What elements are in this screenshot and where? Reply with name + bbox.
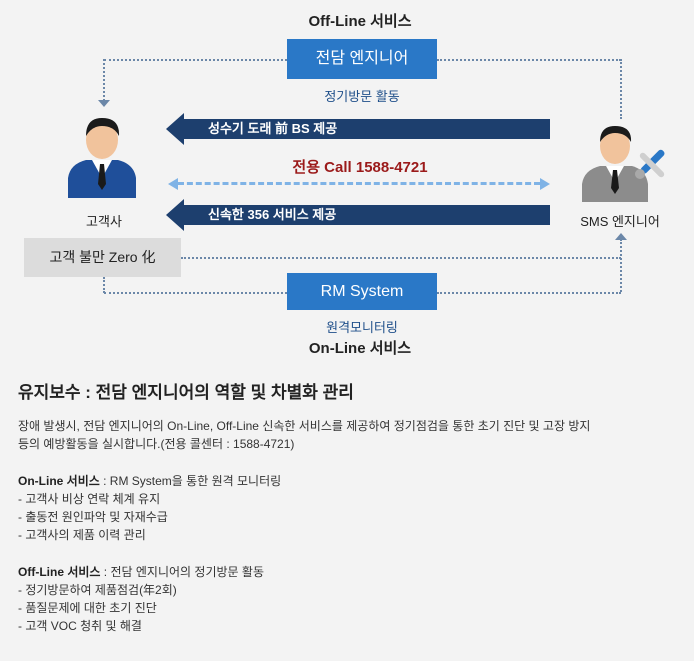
offline-path-top (104, 59, 287, 61)
section-heading: 유지보수 : 전담 엔지니어의 역할 및 차별화 관리 (18, 383, 354, 402)
list-item: - 정기방문하여 제품점검(年2회) (18, 583, 177, 597)
offline-heading: Off-Line 서비스 (18, 565, 101, 579)
list-item: - 출동전 원인파악 및 자재수급 (18, 510, 168, 524)
online-section: On-Line 서비스 : RM System을 통한 원격 모니터링 - 고객… (18, 472, 686, 544)
online-title: On-Line 서비스 (308, 340, 412, 357)
remote-monitoring-label: 원격모니터링 (326, 320, 398, 335)
regular-visit-label: 정기방문 활동 (324, 89, 400, 104)
list-item: - 고객 VOC 청취 및 해결 (18, 619, 142, 633)
sms-engineer-label: SMS 엔지니어 (580, 214, 660, 229)
intro-paragraph: 장애 발생시, 전담 엔지니어의 On-Line, Off-Line 신속한 서… (18, 417, 686, 453)
bs-service-arrow: 성수기 도래 前 BS 제공 (166, 113, 550, 145)
online-heading-line: On-Line 서비스 : RM System을 통한 원격 모니터링 (18, 472, 686, 490)
online-path-bottom-right (437, 292, 621, 294)
engineer-box: 전담 엔지니어 (287, 39, 437, 79)
offline-path-left (103, 59, 105, 101)
offline-path-right (620, 59, 622, 119)
right-arrowhead-icon (540, 178, 550, 190)
left-arrowhead-icon (166, 199, 184, 231)
offline-title: Off-Line 서비스 (308, 13, 412, 30)
online-desc: : RM System을 통한 원격 모니터링 (99, 474, 282, 488)
customer-label: 고객사 (86, 214, 122, 229)
intro-line-1: 장애 발생시, 전담 엔지니어의 On-Line, Off-Line 신속한 서… (18, 419, 591, 433)
up-arrow-icon (615, 233, 627, 240)
left-arrowhead-icon (168, 178, 178, 190)
online-path-left (103, 277, 105, 293)
offline-desc: : 전담 엔지니어의 정기방문 활동 (100, 565, 264, 579)
list-item: - 고객사의 제품 이력 관리 (18, 528, 146, 542)
call-dashed-line (178, 182, 540, 185)
online-path-right (620, 239, 622, 292)
offline-path-top-right (437, 59, 621, 61)
online-path-bottom-left (104, 292, 287, 294)
offline-section: Off-Line 서비스 : 전담 엔지니어의 정기방문 활동 - 정기방문하여… (18, 563, 686, 635)
call-double-arrow (168, 177, 550, 191)
fast-service-arrow: 신속한 356 서비스 제공 (166, 199, 550, 231)
sms-engineer-icon (580, 122, 670, 202)
online-heading: On-Line 서비스 (18, 474, 100, 488)
left-arrowhead-icon (166, 113, 184, 145)
online-path-middle (181, 257, 621, 259)
offline-heading-line: Off-Line 서비스 : 전담 엔지니어의 정기방문 활동 (18, 563, 686, 581)
list-item: - 고객사 비상 연락 체계 유지 (18, 492, 161, 506)
down-arrow-icon (98, 100, 110, 107)
call-line-label: 전용 Call 1588-4721 (292, 159, 428, 176)
intro-line-2: 등의 예방활동을 실시합니다.(전용 콜센터 : 1588-4721) (18, 437, 295, 451)
list-item: - 품질문제에 대한 초기 진단 (18, 601, 157, 615)
customer-person-icon (62, 112, 142, 198)
rm-system-box: RM System (287, 273, 437, 310)
zero-complaint-box: 고객 불만 Zero 化 (24, 238, 181, 277)
fast-service-label: 신속한 356 서비스 제공 (208, 207, 337, 222)
bs-service-label: 성수기 도래 前 BS 제공 (208, 121, 338, 136)
